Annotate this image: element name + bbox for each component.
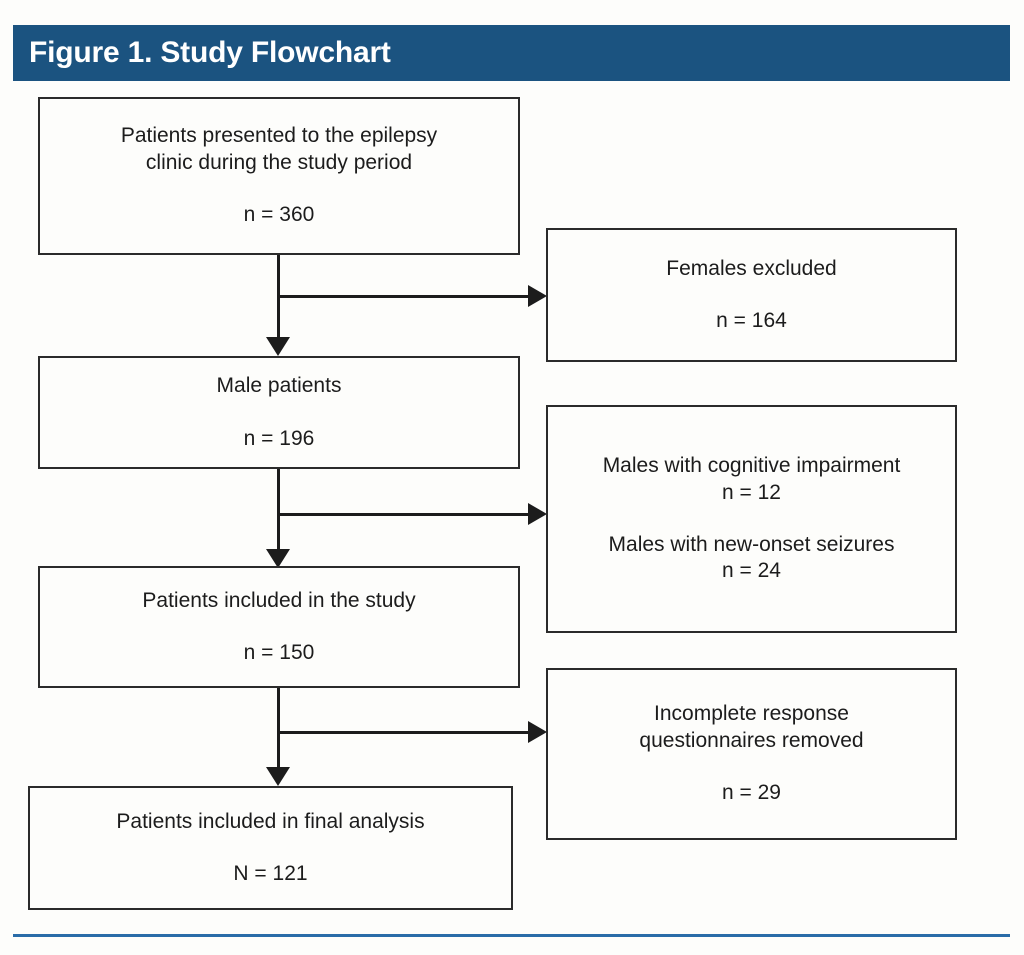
- arrowhead-right-to-females-excluded: [528, 285, 547, 307]
- arrowhead-right-to-cognitive-exclusions: [528, 503, 547, 525]
- flow-box-count: N = 121: [233, 862, 308, 885]
- exclusion-box-count: n = 29: [722, 781, 781, 805]
- flow-box-line: Patients presented to the epilepsy: [120, 124, 438, 148]
- page-title: Figure 1. Study Flowchart: [29, 36, 391, 69]
- arrowhead-down-to-included-in-study: [266, 549, 290, 568]
- exclusion-group-two-count: n = 24: [722, 559, 781, 583]
- bottom-divider-rule: [13, 934, 1010, 937]
- connector-vertical-presented-to-male: [277, 255, 280, 347]
- exclusion-box-count: n = 164: [716, 309, 787, 332]
- exclusion-box-line: Females excluded: [666, 256, 837, 280]
- flow-box-line: Patients included in final analysis: [116, 809, 425, 833]
- connector-horizontal-to-cognitive-exclusions: [277, 513, 532, 516]
- exclusion-box-cognitive-and-new-onset: Males with cognitive impairment n = 12 M…: [546, 405, 957, 633]
- connector-horizontal-to-incomplete-questionnaires: [277, 731, 532, 734]
- exclusion-box-incomplete-questionnaires: Incomplete response questionnaires remov…: [546, 668, 957, 840]
- exclusion-group-one-count: n = 12: [722, 480, 781, 504]
- flow-box-final-analysis: Patients included in final analysis N = …: [28, 786, 513, 910]
- arrowhead-right-to-incomplete-questionnaires: [528, 721, 547, 743]
- flow-box-count: n = 150: [243, 641, 315, 664]
- flow-box-line: clinic during the study period: [145, 150, 413, 174]
- flow-box-patients-presented: Patients presented to the epilepsy clini…: [38, 97, 520, 255]
- arrowhead-down-to-final-analysis: [266, 767, 290, 786]
- figure-header-bar: Figure 1. Study Flowchart: [13, 25, 1010, 81]
- exclusion-group-one-label: Males with cognitive impairment: [602, 454, 901, 478]
- flow-box-line: Patients included in the study: [142, 588, 416, 612]
- arrowhead-down-to-male-patients: [266, 337, 290, 356]
- flow-box-male-patients: Male patients n = 196: [38, 356, 520, 469]
- flow-box-count: n = 196: [243, 426, 315, 450]
- exclusion-group-two-label: Males with new-onset seizures: [608, 533, 895, 556]
- exclusion-box-line: Incomplete response: [654, 702, 849, 726]
- connector-horizontal-to-females-excluded: [277, 295, 532, 298]
- exclusion-box-females-excluded: Females excluded n = 164: [546, 228, 957, 362]
- flow-box-count: n = 360: [243, 203, 315, 227]
- exclusion-box-line: questionnaires removed: [639, 728, 864, 752]
- flow-box-line: Male patients: [216, 374, 342, 398]
- flow-box-included-in-study: Patients included in the study n = 150: [38, 566, 520, 688]
